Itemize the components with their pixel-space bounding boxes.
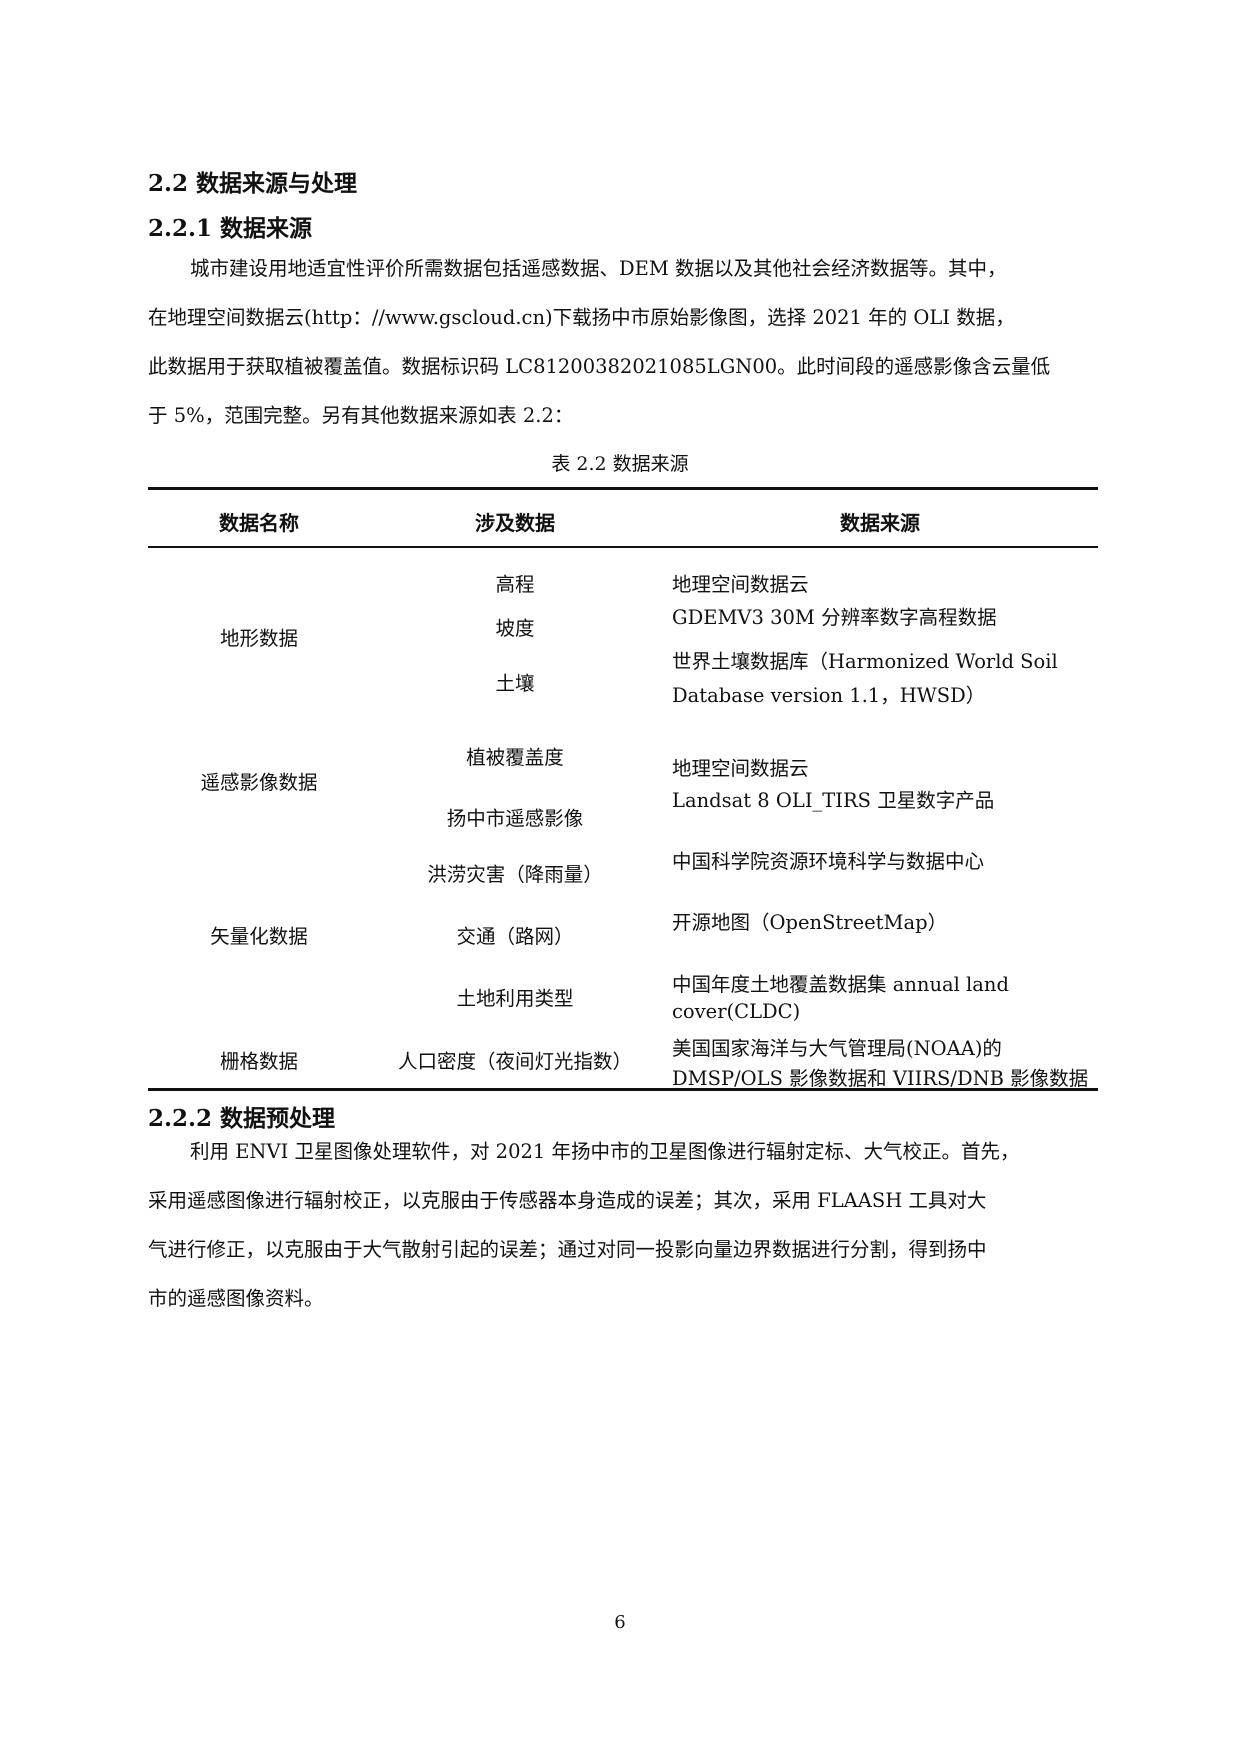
table-source-line: 地理空间数据云 xyxy=(672,757,809,780)
paragraph-line: 利用 ENVI 卫星图像处理软件，对 2021 年扬中市的卫星图像进行辐射定标、… xyxy=(190,1140,1020,1163)
table-item-cell: 土地利用类型 xyxy=(456,987,574,1010)
paragraph-line: 市的遥感图像资料。 xyxy=(148,1287,324,1310)
table-group-cell: 地形数据 xyxy=(219,627,298,650)
paragraph-line: 采用遥感图像进行辐射校正，以克服由于传感器本身造成的误差；其次，采用 FLAAS… xyxy=(148,1189,987,1212)
table-source-line: 世界土壤数据库（Harmonized World Soil xyxy=(672,650,1058,673)
table-source-line: Database version 1.1，HWSD） xyxy=(672,684,986,707)
table-header-items: 涉及数据 xyxy=(475,511,555,535)
table-header-rule xyxy=(148,546,1098,548)
table-item-cell: 植被覆盖度 xyxy=(466,746,564,769)
table-item-cell: 交通（路网） xyxy=(456,925,574,948)
paragraph-line: 城市建设用地适宜性评价所需数据包括遥感数据、DEM 数据以及其他社会经济数据等。… xyxy=(190,257,1007,280)
page-number: 6 xyxy=(614,1612,626,1633)
table-source-line: GDEMV3 30M 分辨率数字高程数据 xyxy=(672,606,997,629)
table-item-cell: 人口密度（夜间灯光指数） xyxy=(397,1050,632,1073)
table-bottom-rule xyxy=(148,1088,1098,1091)
table-group-cell: 栅格数据 xyxy=(219,1050,298,1073)
table-item-cell: 扬中市遥感影像 xyxy=(446,807,584,830)
table-top-rule xyxy=(148,487,1098,490)
table-source-line: 中国科学院资源环境科学与数据中心 xyxy=(672,850,985,873)
table-source-line: cover(CLDC) xyxy=(672,1000,801,1023)
subsection-heading-preprocessing: 2.2.2 数据预处理 xyxy=(148,1105,336,1132)
table-source-line: 中国年度土地覆盖数据集 annual land xyxy=(672,973,1009,996)
table-source-line: DMSP/OLS 影像数据和 VIIRS/DNB 影像数据 xyxy=(672,1067,1089,1090)
table-source-line: Landsat 8 OLI_TIRS 卫星数字产品 xyxy=(672,789,995,812)
table-caption: 表 2.2 数据来源 xyxy=(551,453,689,475)
table-source-line: 美国国家海洋与大气管理局(NOAA)的 xyxy=(672,1037,1002,1060)
paragraph-line: 此数据用于获取植被覆盖值。数据标识码 LC81200382021085LGN00… xyxy=(148,355,1051,378)
table-source-line: 地理空间数据云 xyxy=(672,573,809,596)
section-heading: 2.2 数据来源与处理 xyxy=(148,170,358,197)
table-source-line: 开源地图（OpenStreetMap） xyxy=(672,911,948,934)
paragraph-line: 在地理空间数据云(http：//www.gscloud.cn)下载扬中市原始影像… xyxy=(148,306,1015,329)
table-item-cell: 高程 xyxy=(495,573,535,596)
table-header-source: 数据来源 xyxy=(840,511,920,535)
table-group-cell: 矢量化数据 xyxy=(210,925,308,948)
table-item-cell: 土壤 xyxy=(495,672,535,695)
subsection-heading-data-source: 2.2.1 数据来源 xyxy=(148,215,313,242)
table-item-cell: 洪涝灾害（降雨量） xyxy=(427,863,603,886)
table-item-cell: 坡度 xyxy=(495,617,535,640)
paragraph-line: 气进行修正，以克服由于大气散射引起的误差；通过对同一投影向量边界数据进行分割，得… xyxy=(148,1238,987,1261)
table-header-name: 数据名称 xyxy=(219,511,299,535)
paragraph-line: 于 5%，范围完整。另有其他数据来源如表 2.2： xyxy=(148,404,574,427)
table-group-cell: 遥感影像数据 xyxy=(200,771,318,794)
